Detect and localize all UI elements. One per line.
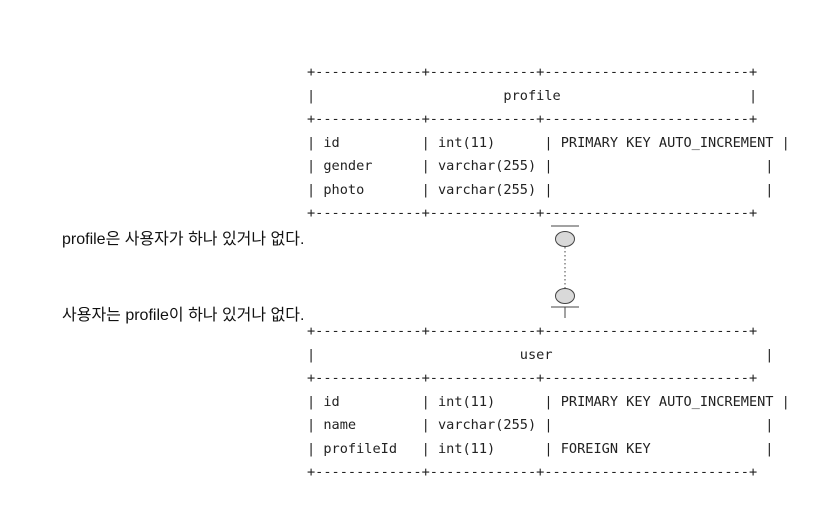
profile-table: +-------------+-------------+-----------… bbox=[307, 61, 790, 226]
user-table-line: +-------------+-------------+-----------… bbox=[307, 323, 758, 339]
profile-table-row: | id | int(11) | PRIMARY KEY AUTO_INCREM… bbox=[307, 134, 790, 151]
profile-table-line: +-------------+-------------+-----------… bbox=[307, 64, 758, 80]
user-table-line: +-------------+-------------+-----------… bbox=[307, 464, 758, 480]
user-cardinality-note: 사용자는 profile이 하나 있거나 없다. bbox=[62, 307, 305, 324]
profile-table-line: +-------------+-------------+-----------… bbox=[307, 205, 758, 221]
profile-table-title: | profile | bbox=[307, 87, 758, 104]
zero-optional-marker-top bbox=[555, 231, 575, 247]
user-table-row: | profileId | int(11) | FOREIGN KEY | bbox=[307, 440, 774, 457]
user-table: +-------------+-------------+-----------… bbox=[307, 320, 790, 485]
profile-table-row: | gender | varchar(255) | | bbox=[307, 158, 774, 174]
user-table-row: | name | varchar(255) | | bbox=[307, 417, 774, 433]
user-table-line: +-------------+-------------+-----------… bbox=[307, 370, 758, 386]
profile-table-row: | photo | varchar(255) | | bbox=[307, 181, 774, 198]
user-table-title: | user | bbox=[307, 346, 774, 363]
relation-connector bbox=[551, 225, 579, 318]
profile-table-line: +-------------+-------------+-----------… bbox=[307, 111, 758, 127]
user-table-row: | id | int(11) | PRIMARY KEY AUTO_INCREM… bbox=[307, 393, 790, 410]
zero-optional-marker-bottom bbox=[555, 288, 575, 304]
profile-cardinality-note: profile은 사용자가 하나 있거나 없다. bbox=[62, 231, 305, 248]
